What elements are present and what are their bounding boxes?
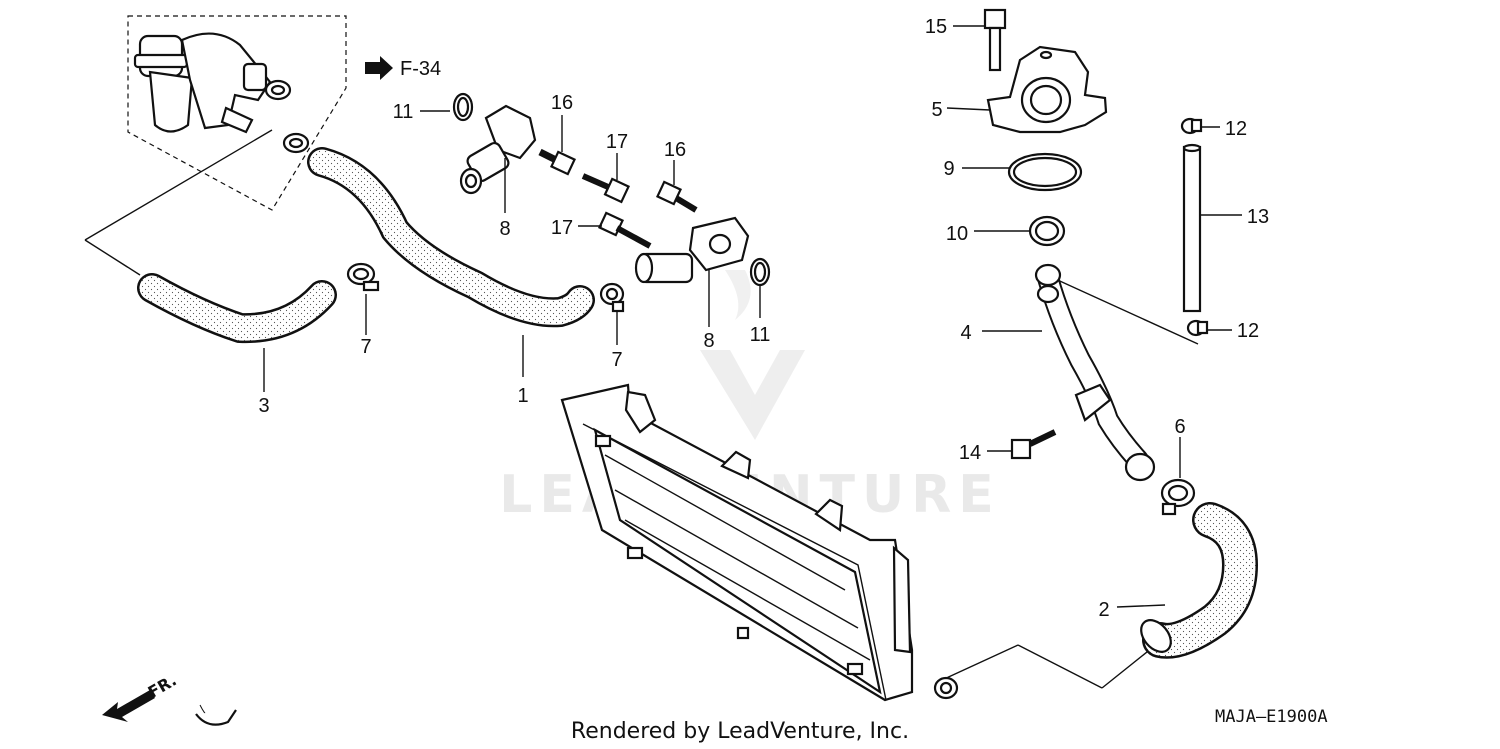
callout-14[interactable]: 14 [959,442,981,464]
reference-label: F-34 [400,58,441,80]
hose-1 [307,147,595,328]
clamp-radiator-bottom [933,676,959,700]
callout-15[interactable]: 15 [925,16,947,38]
callout-6[interactable]: 6 [1174,416,1185,438]
callout-17-lower[interactable]: 17 [551,217,573,239]
o-ring-10 [1028,215,1066,247]
callout-4[interactable]: 4 [960,322,971,344]
water-joint-8-lower [634,216,750,284]
bolt-14 [1010,429,1057,460]
clamp-7-left [346,262,380,292]
callout-16-upper[interactable]: 16 [551,92,573,114]
footer-credit: Rendered by LeadVenture, Inc. [571,719,909,744]
clamp-12-lower [1186,319,1209,337]
callout-5[interactable]: 5 [931,99,942,121]
callout-11-lower[interactable]: 11 [750,324,771,346]
seal-9 [1007,152,1083,192]
diagram-code: MAJA—E1900A [1215,707,1328,727]
callout-9[interactable]: 9 [943,158,954,180]
front-direction-arrow: FR. [102,671,180,722]
water-pipe-4 [1034,263,1156,482]
leader-lines [263,25,1242,608]
box-clamp-lower [282,132,310,154]
reference-f34[interactable]: F-34 [365,56,441,80]
clamp-7-right [599,282,625,313]
callout-10[interactable]: 10 [946,223,968,245]
thermostat-cover-5 [986,45,1108,134]
water-pump-housing-box [127,15,347,211]
bolt-16-upper [538,148,576,176]
callout-8-lower[interactable]: 8 [703,330,714,352]
callout-12-lower[interactable]: 12 [1237,320,1259,342]
bolt-16-lower [656,180,698,213]
callout-7-left[interactable]: 7 [360,336,371,358]
callout-8-upper[interactable]: 8 [499,218,510,240]
clamp-6 [1160,478,1196,516]
callout-7-right[interactable]: 7 [611,349,622,371]
bolt-15 [983,8,1007,72]
callout-1[interactable]: 1 [517,385,528,407]
hose-2 [1140,502,1259,659]
water-pump-housing [133,32,272,134]
bolt-17-lower [598,211,652,249]
callout-16-lower[interactable]: 16 [664,139,686,161]
callout-13[interactable]: 13 [1247,206,1269,228]
hose-3 [137,273,337,344]
callout-12-upper[interactable]: 12 [1225,118,1247,140]
callout-11-upper[interactable]: 11 [393,101,414,123]
o-ring-11-lower [749,257,771,287]
callout-2[interactable]: 2 [1098,599,1109,621]
clamp-12-upper [1180,117,1203,135]
callouts: 1 2 3 4 5 6 7 7 8 8 9 10 11 11 12 12 13 … [258,16,1269,621]
assembly-lines [84,129,1199,689]
callout-17-upper[interactable]: 17 [606,131,628,153]
o-ring-11-upper [452,92,474,122]
bolt-17-upper [581,173,630,204]
callout-3[interactable]: 3 [258,395,269,417]
hose-13 [1182,143,1202,313]
radiator [195,383,914,726]
box-clamp-upper [264,79,292,101]
water-joint-8-upper [459,104,537,195]
